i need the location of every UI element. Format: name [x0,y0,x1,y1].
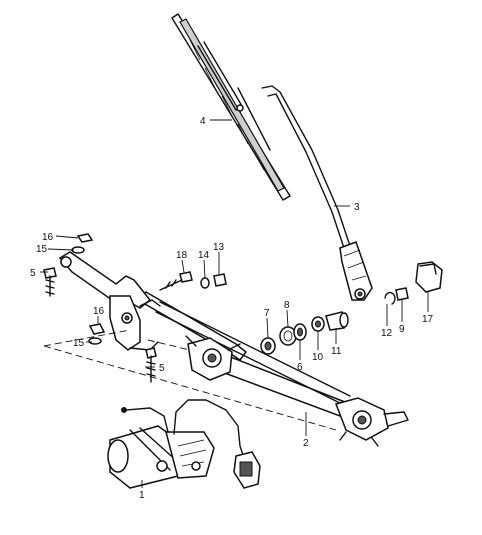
linkage-rod [136,291,409,447]
label-part-15-upper: 15 [36,244,48,255]
nut-lower [88,323,106,335]
motor-cable [125,399,245,459]
washer-14 [200,277,210,289]
nut-9 [395,287,409,301]
label-part-5-upper: 5 [30,268,36,279]
label-part-10: 10 [312,352,324,363]
wiper-blade [171,13,291,201]
nut-13 [213,273,227,287]
wiper-arm [261,85,373,301]
ring-6 [293,323,307,341]
cap-17 [415,261,443,293]
label-part-1: 1 [139,490,145,501]
label-part-4: 4 [200,116,206,127]
bushing-7 [260,337,276,355]
label-part-15-lower: 15 [73,338,85,349]
label-part-7: 7 [264,308,270,319]
part-labels: 4 3 16 15 5 16 15 5 18 14 13 7 8 6 10 11… [30,116,434,501]
label-part-13: 13 [213,242,225,253]
mounting-bracket [58,251,161,351]
cable-connector [121,407,261,489]
mounting-reference-line [43,329,337,431]
label-part-11: 11 [331,346,342,357]
label-part-12: 12 [381,328,393,339]
label-part-14: 14 [198,250,210,261]
bolt-lower [145,347,157,383]
nut-upper [76,233,94,243]
nut-11 [325,311,349,331]
label-part-18: 18 [176,250,188,261]
bolt-18 [159,271,193,291]
circlip-12 [384,291,396,305]
washer-10 [311,316,325,332]
bolt-upper [43,267,57,297]
label-part-9: 9 [399,324,405,335]
label-part-2: 2 [303,438,309,449]
label-part-8: 8 [284,300,290,311]
label-part-5-lower: 5 [159,363,165,374]
label-part-17: 17 [422,314,434,325]
label-part-6: 6 [297,362,303,373]
washer-lower [88,337,102,345]
leader-lines [40,119,429,488]
label-part-3: 3 [354,202,360,213]
label-part-16-lower: 16 [93,306,105,317]
label-part-16-upper: 16 [42,232,54,243]
wiper-motor [107,425,215,489]
